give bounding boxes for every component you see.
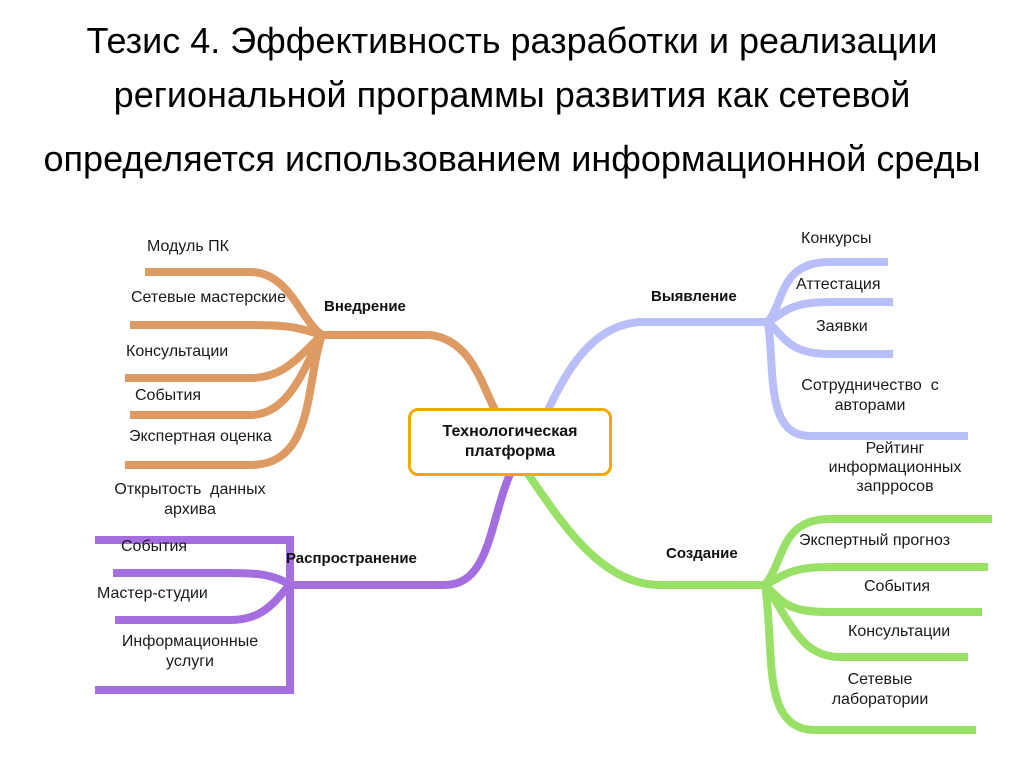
connector-ekspertnyy-prognoz: [761, 515, 992, 588]
leaf-informatsionnye-uslugi: Информационные услуги: [100, 632, 280, 672]
leaf-reyting-line-3: запрросов: [856, 478, 934, 495]
connector-center-rasprostranenie: [290, 472, 514, 589]
leaf-otkrytost-line-2: архива: [164, 501, 216, 518]
branch-label-vyyavlenie: Выявление: [651, 288, 737, 305]
leaf-reyting: Рейтинг информационных запрросов: [810, 439, 980, 496]
title-line-1: Тезис 4. Эффективность разработки и реал…: [86, 20, 938, 61]
connector-sobytiya-2: [95, 536, 294, 585]
slide-title: Тезис 4. Эффективность разработки и реал…: [0, 14, 1024, 186]
leaf-laboratorii-line-2: лаборатории: [831, 691, 929, 708]
branch-label-sozdanie: Создание: [666, 545, 738, 562]
leaf-ekspertnaya-otsenka: Экспертная оценка: [129, 428, 272, 445]
branch-rasprostranenie-lines: [95, 472, 514, 694]
leaf-laboratorii-line-1: Сетевые: [847, 671, 913, 688]
connector-zayavki: [765, 319, 893, 358]
leaf-sotrudnichestvo: Сотрудничество с авторами: [780, 376, 960, 416]
leaf-uslugi-line-1: Информационные: [121, 633, 259, 650]
leaf-modul-pk: Модуль ПК: [147, 238, 229, 255]
leaf-ekspertnyy-prognoz: Экспертный прогноз: [799, 532, 951, 549]
connector-center-vyyavlenie: [544, 318, 768, 412]
connector-attestatsiya: [765, 298, 893, 326]
connector-setevye-laboratorii: [761, 584, 976, 734]
title-line-2: региональной программы развития как сете…: [113, 74, 911, 115]
leaf-setevye-laboratorii: Сетевые лаборатории: [800, 670, 960, 710]
center-node-line-1: Технологическая: [442, 423, 578, 440]
connector-reyting: [764, 321, 968, 440]
leaf-zayavki: Заявки: [816, 318, 868, 335]
connector-konkursy: [764, 258, 888, 325]
leaf-otkrytost-line-1: Открытость данных: [114, 481, 266, 498]
connector-master-studii: [113, 569, 293, 589]
leaf-sobytiya: События: [135, 387, 202, 404]
leaf-otkrytost-dannykh: Открытость данных архива: [90, 480, 290, 520]
connector-lab: [761, 582, 968, 661]
leaf-reyting-line-2: информационных: [828, 459, 962, 476]
leaf-sobytiya-sozdanie: События: [864, 578, 931, 595]
leaf-sotrudnichestvo-line-2: авторами: [834, 397, 906, 414]
leaf-konkursy: Конкурсы: [801, 230, 872, 247]
connector-center-vnedrenie: [322, 331, 499, 412]
leaf-attestatsiya: Аттестация: [796, 276, 881, 293]
center-node-line-2: платформа: [464, 443, 556, 460]
leaf-uslugi-line-2: услуги: [166, 653, 214, 670]
connector-informatsionnye-uslugi: [95, 585, 294, 694]
connector-ekspertnaya-otsenka: [125, 333, 326, 469]
connector-modul-pk: [145, 268, 325, 339]
branch-sozdanie-lines: [524, 471, 992, 734]
connector-setevye-masterskie: [130, 321, 324, 339]
connector-center-sozdanie: [524, 471, 765, 589]
branch-label-vnedrenie: Внедрение: [324, 298, 406, 315]
leaf-sobytiya-rasprostranenie: События: [121, 538, 188, 555]
leaf-reyting-line-1: Рейтинг: [865, 440, 925, 457]
branch-label-rasprostranenie: Распространение: [286, 550, 417, 567]
leaf-master-studii: Мастер-студии: [97, 585, 208, 602]
connector-uslugi-extra: [115, 582, 293, 624]
title-line-3: определяется использованием информационн…: [43, 138, 981, 179]
leaf-konsultatsii: Консультации: [126, 343, 229, 360]
leaf-sotrudnichestvo-line-1: Сотрудничество с: [801, 377, 939, 394]
leaf-konsultatsii-sozdanie: Консультации: [848, 623, 951, 640]
connector-sobytiya-3: [763, 563, 988, 589]
branch-vnedrenie-lines: [125, 268, 499, 469]
center-node-tech-platform: Технологическая платформа: [408, 408, 612, 476]
leaf-setevye-masterskie: Сетевые мастерские: [131, 289, 286, 306]
branch-vyyavlenie-lines: [544, 258, 968, 440]
